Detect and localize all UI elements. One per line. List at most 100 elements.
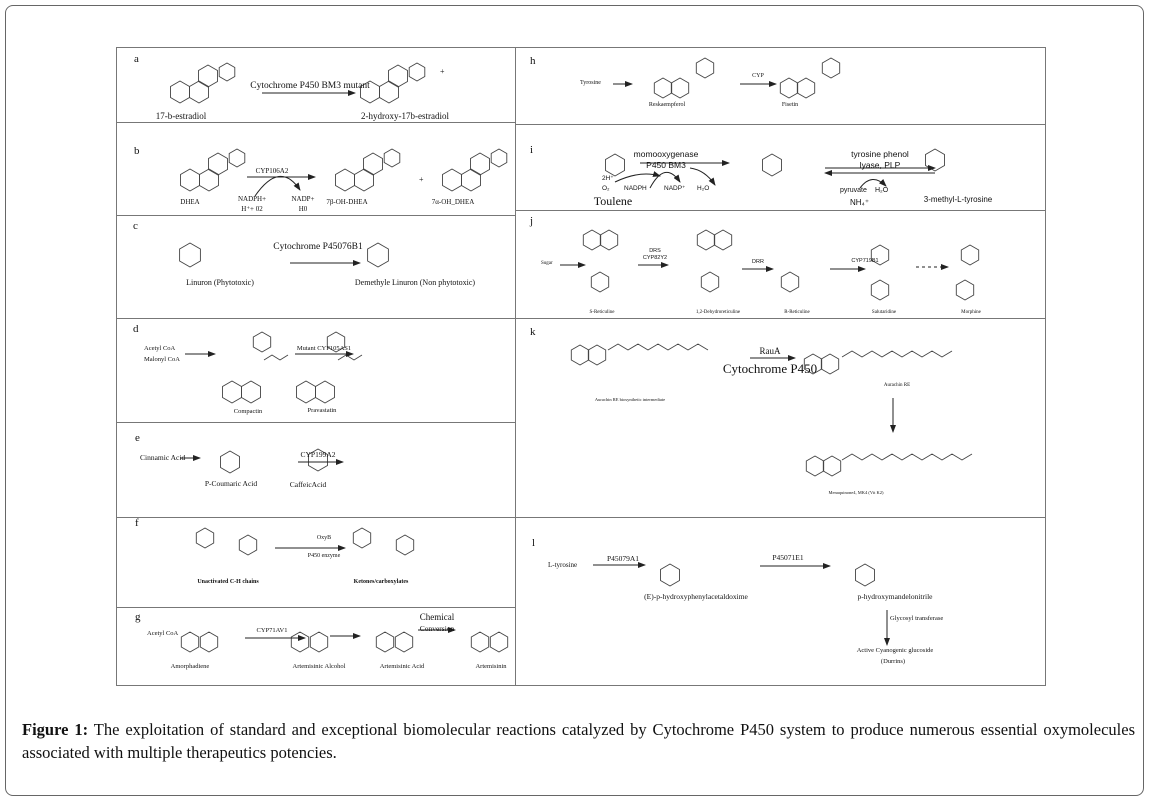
enzyme-label-i-1: momooxygenase [633,149,699,159]
ring-bond [490,148,508,168]
ring-bond [821,57,841,79]
panel-letter-g: g [135,611,141,623]
compound-reskaempferol: Reskaempferol [648,102,686,108]
ring-bond [605,153,625,177]
ring-bond [779,77,799,99]
ring-bond [805,455,825,477]
cofactor-arrow [859,178,887,189]
ring-bond [335,168,355,192]
ring-bond [590,271,610,293]
enzyme-label-a: Cytochrome P450 BM3 mutant [250,81,370,91]
divider-h-i [515,124,1046,125]
enzyme-label-f-2: P450 enzyme [307,553,341,559]
compound-r-reticuline: R-Reticuline [784,310,810,315]
compound-amorphadiene: Amorphadiene [170,663,210,670]
ring-bond [408,62,426,82]
ring-bond [208,152,228,176]
compound-dehydroreticuline: 1,2-Dehydroreticuline [695,310,741,315]
ring-bond [587,344,607,366]
precursor-malonyl-coa: Malonyl CoA [144,356,180,363]
compound-dhea: DHEA [180,198,200,206]
figure-frame [5,5,1144,796]
compound-toulene: Toulene [593,194,633,208]
chain-bond [263,354,289,361]
ring-bond [379,80,399,104]
panel-letter-a: a [134,53,139,65]
enzyme-raua: RauA [759,346,781,356]
cofactor-out-2: H0 [298,205,308,213]
cofactor-out-1: NADP+ [291,195,315,203]
panel-letter-j: j [530,215,534,227]
ring-bond [388,64,408,88]
precursor-sugar: Sugar [541,261,553,266]
divider-k-l [515,517,1046,518]
enzyme-label-i-2: P450 BM3 [646,160,686,170]
compound-17b-estradiol: 17-b-estradiol [155,111,207,121]
cofactor-2h: 2H⁺ [602,175,614,182]
precursor-acetyl-coa: Acetyl CoA [144,345,176,352]
compound-cyanogenic-glucoside: Active Cyanogenic glucoside [856,647,934,654]
ring-bond [195,527,215,549]
panel-letter-e: e [135,432,140,444]
enzyme-label-i-4: lyase, PLP [859,160,901,170]
ring-bond [252,331,272,353]
enzyme-cytochrome-p450: Cytochrome P450 [722,361,818,376]
enzyme-cyp719b1: CYP719B1 [851,258,879,264]
ring-bond [582,229,602,251]
caption-text: The exploitation of standard and excepti… [22,720,1135,762]
ring-bond [308,448,328,472]
ring-bond [695,57,715,79]
cofactor-pyruvate: pyruvate [840,187,867,194]
cofactor-arrow [649,172,681,189]
compound-artemisinin: Artemisinin [475,663,507,670]
panel-letter-l: l [532,537,536,549]
column-divider [515,47,516,686]
figure-caption: Figure 1: The exploitation of standard a… [22,718,1135,764]
enzyme-label-b: CYP106A2 [255,167,289,175]
divider-d-e [116,422,515,423]
ring-bond [375,631,395,653]
ring-bond [296,380,316,404]
ring-bond [780,271,800,293]
compound-2-hydroxy-estradiol: 2-hydroxy-17b-estradiol [361,111,449,121]
compound-pravastatin: Pravastatin [307,407,337,414]
ring-bond [820,353,840,375]
compound-menaquinone: Menaquinone4, MK4 (Vit K2) [828,490,884,495]
enzyme-drs: DRS [649,248,661,254]
ring-bond [870,279,890,301]
enzyme-label-f-1: OxyB [316,535,332,541]
compound-ketones: Ketones/carboxylates [353,579,409,585]
enzyme-drr: DRR [752,259,764,265]
compound-compactin: Compactin [233,408,263,415]
ring-bond [238,534,258,556]
ring-bond [309,631,329,653]
enzyme-label-g: CYP71AV1 [256,627,288,634]
panel-letter-h: h [530,55,536,67]
ring-bond [955,279,975,301]
compound-p-coumaric-acid: P-Coumaric Acid [204,479,258,488]
compound-unactivated-ch: Unactivated C-H chains [197,579,259,585]
panel-letter-d: d [133,323,139,335]
divider-i-j [515,210,1046,211]
enzyme-p45079a1: P45079A1 [606,554,640,563]
ring-bond [222,380,242,404]
enzyme-label-h: CYP [752,73,764,79]
figure-panels-box [116,47,1046,686]
enzyme-label-e: CYP199A2 [300,450,336,459]
cofactor-o2: O₂ [602,185,610,192]
compound-p-hydroxymandelonitrile: p-hydroxymandelonitrile [857,592,933,601]
cofactor-h2o-2: H₂O [875,187,889,194]
cofactor-nh4: NH₄⁺ [850,198,870,207]
enzyme-label-i-3: tyrosine phenol [851,149,909,159]
enzyme-p45071e1: P45071E1 [772,553,804,562]
divider-j-k [515,318,1046,319]
chain-bond [337,354,363,361]
ring-bond [354,168,374,192]
cofactor-arrow [614,171,661,183]
ring-bond [796,77,816,99]
ring-bond [470,631,490,653]
panel-letter-b: b [134,145,140,157]
panel-letter-c: c [133,220,138,232]
ring-bond [394,631,414,653]
